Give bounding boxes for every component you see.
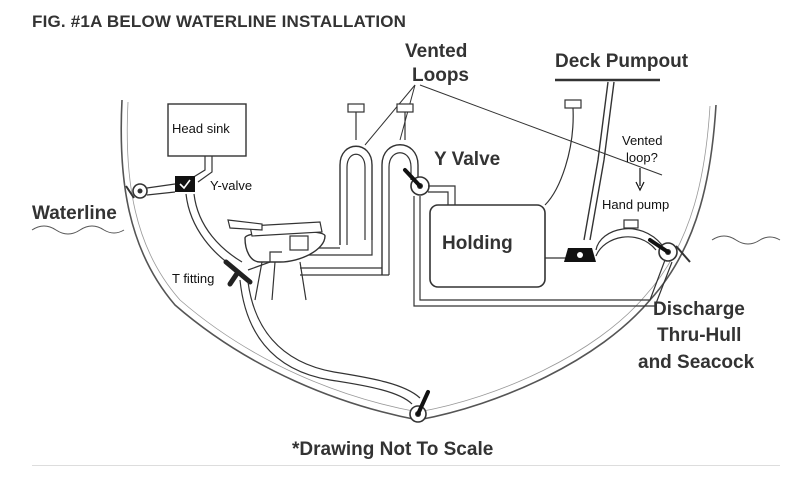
hose-yvalve-to-tfitting — [185, 193, 236, 269]
hose-yvalve-down-b — [413, 196, 673, 307]
footnote-label: *Drawing Not To Scale — [292, 439, 494, 460]
hand-pump-label: Hand pump — [602, 197, 670, 212]
y-valve-small-label: Y-valve — [210, 178, 253, 193]
waterline-label: Waterline — [32, 203, 117, 224]
vent-hose-3 — [544, 107, 574, 206]
vent-cap-4 — [623, 219, 639, 229]
discharge-seacock-handle — [648, 238, 670, 254]
leader-line-3 — [419, 84, 663, 176]
intake-seacock-hub — [137, 188, 143, 194]
waterline-waves-right — [711, 235, 781, 245]
hose-intake-to-yvalve-b — [146, 191, 176, 196]
holding-tank — [429, 204, 546, 288]
head-sink-label: Head sink — [172, 121, 230, 136]
toilet-seat — [249, 221, 323, 237]
hose-tfitting-to-bottom-b — [247, 281, 421, 399]
vented-loops-label-line2: Loops — [412, 65, 469, 86]
discharge-label-line2: Thru-Hull — [657, 325, 742, 346]
vented-loop-q-label-line2: loop? — [626, 150, 658, 165]
y-valve-left — [175, 176, 195, 192]
y-valve-big-label: Y Valve — [434, 149, 501, 170]
t-fitting — [223, 259, 253, 287]
deck-pumpout-hose — [583, 81, 609, 241]
hose-tfitting-to-bottom — [239, 279, 413, 405]
vented-loop-1 — [339, 145, 373, 245]
vent-cap-3 — [564, 99, 582, 109]
arrow-head — [635, 181, 645, 192]
hose-toilet-to-tfitting — [247, 261, 271, 271]
discharge-label-line3: and Seacock — [638, 352, 755, 373]
sink-drain-b — [197, 156, 213, 183]
hand-pump-knob — [577, 252, 583, 258]
vented-loop-2 — [381, 144, 419, 275]
vented-loop-2-inner — [388, 152, 412, 275]
hose-yvalve-down — [419, 196, 666, 301]
hose-yvalve-to-tfitting-b — [193, 193, 243, 263]
discharge-flange — [675, 245, 691, 263]
head-sink — [167, 103, 247, 157]
vented-loops-label-line1: Vented — [405, 41, 468, 62]
vent-cap-2 — [396, 103, 414, 113]
toilet-pump — [289, 235, 309, 251]
waterline-waves-left — [31, 225, 125, 235]
sink-drain — [191, 156, 206, 179]
toilet-lid-handle — [227, 219, 263, 231]
toilet-tube — [269, 251, 282, 262]
hose-pump-loop — [595, 228, 663, 251]
hose-intake-to-yvalve — [146, 183, 176, 189]
hose-pump-loop-b — [595, 236, 657, 257]
vented-loop-q-label-line1: Vented — [622, 133, 663, 148]
vented-loop-1-inner — [346, 153, 366, 245]
leader-line-1 — [364, 84, 416, 146]
deck-pumpout-hose-2 — [589, 81, 615, 241]
hose-toilet-to-loop1-b — [300, 240, 373, 256]
hose-yvalve-to-holding-b — [428, 191, 449, 210]
y-valve-right-handle — [403, 168, 422, 188]
intake-flange — [125, 185, 135, 199]
t-fitting-label: T fitting — [172, 271, 215, 286]
toilet-base — [254, 261, 307, 301]
figure-title: FIG. #1A BELOW WATERLINE INSTALLATION — [32, 12, 407, 31]
discharge-label-line1: Discharge — [653, 299, 745, 320]
y-valve-left-check — [179, 179, 191, 190]
hose-yvalve-to-holding — [428, 185, 456, 210]
deck-pumpout-label: Deck Pumpout — [555, 51, 689, 72]
bottom-seacock-handle — [416, 390, 430, 416]
footer-divider — [32, 465, 780, 466]
holding-tank-label: Holding — [442, 233, 513, 254]
vent-cap-1 — [347, 103, 365, 113]
